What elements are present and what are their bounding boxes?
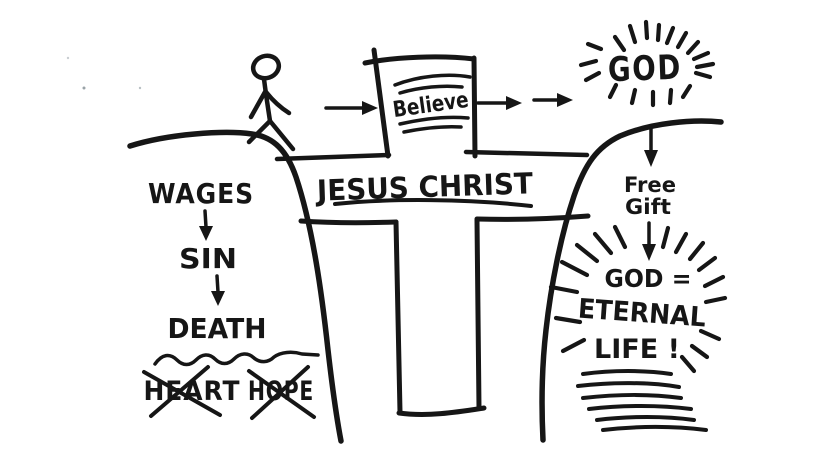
wavy-line [153, 350, 320, 367]
arrow-wages-to-sin [199, 209, 213, 241]
sin-label: SIN [179, 242, 237, 275]
heart-strikethrough-x [142, 365, 222, 418]
god-label: GOD [607, 48, 682, 91]
scan-specks [66, 56, 142, 90]
arrow-figure-to-cross [324, 101, 378, 115]
eternal-life-sunburst-rays [548, 224, 728, 374]
equation-line1: GOD = [605, 264, 692, 293]
arrow-cross-to-god-2 [532, 93, 573, 107]
stick-figure [246, 53, 296, 152]
wages-label: WAGES [148, 177, 254, 210]
emphasis-lines [576, 369, 708, 432]
arrow-sin-to-death [211, 274, 225, 306]
equation-line2: ETERNAL [577, 294, 707, 334]
jesus-christ-underline [333, 198, 533, 208]
believe-flourishes [393, 73, 472, 134]
death-label: DEATH [168, 312, 267, 345]
free-gift-line2: Gift [625, 195, 671, 219]
cross-bridge-outline [274, 47, 591, 417]
free-gift-line1: Free [624, 173, 676, 197]
arrow-cross-to-god-1 [476, 96, 522, 110]
god-sunburst-rays [578, 19, 716, 108]
arrow-god-to-free-gift [644, 125, 658, 167]
arrow-free-gift-to-eternal-life [642, 221, 656, 261]
equation-line3: LIFE ! [594, 334, 680, 365]
hope-strikethrough-x [247, 365, 316, 420]
left-cliff-outline [127, 129, 344, 444]
